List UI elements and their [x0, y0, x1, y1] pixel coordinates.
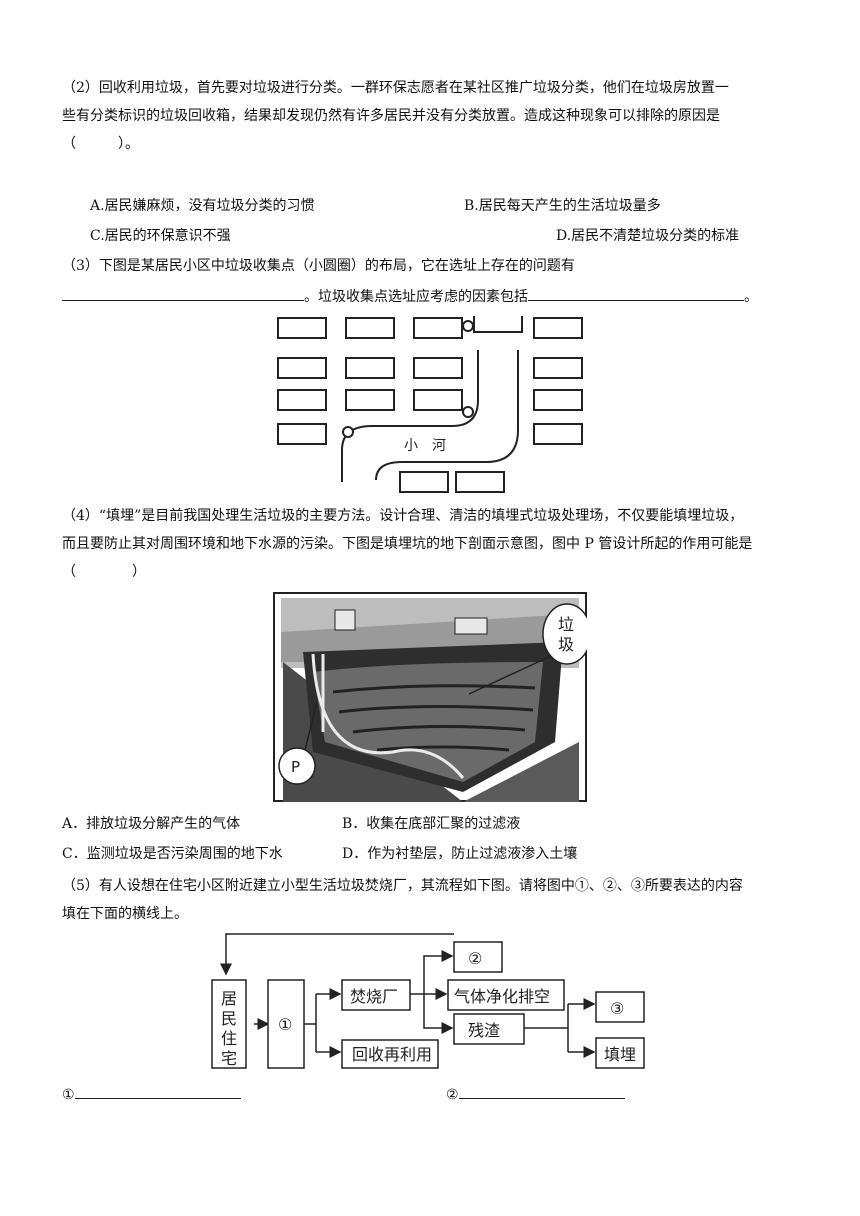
- building-block: [533, 389, 583, 411]
- incineration-flowchart: 居 民 住 宅 ① 焚烧厂 回收再利用 ② 气体净化排空 残渣 ③ 填埋: [211, 933, 645, 1069]
- q3-line2: 。垃圾收集点选址应考虑的因素包括 。: [62, 286, 758, 307]
- q2-line3: （ ）。: [62, 136, 139, 152]
- q3-answer-blank-1[interactable]: [62, 286, 304, 301]
- river-bank-outer: [341, 350, 479, 482]
- arrow-incinerator-to-node2: [423, 950, 454, 994]
- building-block: [399, 471, 449, 493]
- building-block: [413, 357, 463, 379]
- landfill-label: 填埋: [604, 1045, 636, 1064]
- collection-points: [342, 320, 474, 438]
- residence-char2: 民: [221, 1009, 237, 1028]
- building-block: [345, 389, 395, 411]
- garbage-layer-line: [352, 724, 526, 734]
- residence-char1: 居: [221, 989, 237, 1008]
- q3-line2-mid: 。垃圾收集点选址应考虑的因素包括: [304, 289, 528, 305]
- garbage-callout-bubble: [542, 603, 587, 665]
- garbage-layer-line: [338, 704, 534, 714]
- residence-box: [211, 979, 247, 1069]
- node3-box: [595, 991, 645, 1023]
- q4-option-a[interactable]: A．排放垃圾分解产生的气体: [62, 816, 241, 832]
- residence-char3: 住: [221, 1029, 237, 1048]
- q5-answer2-label: ②: [446, 1087, 459, 1103]
- q3-answer-blank-2[interactable]: [528, 286, 744, 301]
- incinerator-label: 焚烧厂: [350, 987, 398, 1006]
- building-block: [345, 357, 395, 379]
- garbage-callout-pointer: [468, 655, 552, 695]
- q3-line2-end: 。: [744, 289, 758, 305]
- split-node1: [304, 993, 340, 1053]
- q4-line1: （4）“填埋”是目前我国处理生活垃圾的主要方法。设计合理、清洁的填埋式垃圾处理场…: [62, 508, 744, 524]
- q3-line1: （3）下图是某居民小区中垃圾收集点（小圆圈）的布局，它在选址上存在的问题有: [62, 258, 575, 274]
- garbage-callout-char1: 垃: [558, 615, 574, 634]
- q4-option-b[interactable]: B．收集在底部汇聚的过滤液: [342, 816, 521, 832]
- collection-point-circle: [462, 406, 474, 418]
- q2-option-d[interactable]: D.居民不清楚垃圾分类的标准: [556, 228, 740, 244]
- q5-line2: 填在下面的横线上。: [62, 906, 188, 922]
- river-top-end: [473, 316, 523, 333]
- q5-answer2-blank[interactable]: [458, 1084, 625, 1099]
- q4-line3: （ ）: [62, 564, 146, 580]
- q5-answer1-blank[interactable]: [74, 1084, 241, 1099]
- return-arrow: [220, 933, 454, 976]
- building-block: [413, 389, 463, 411]
- garbage-callout-char2: 圾: [558, 635, 574, 654]
- p-pipe: [311, 653, 465, 779]
- building-block: [533, 423, 583, 445]
- q2-line2: 些有分类标识的垃圾回收箱，结果却发现仍然有许多居民并没有分类放置。造成这种现象可…: [62, 108, 720, 124]
- building-block: [277, 389, 327, 411]
- building-block: [277, 423, 327, 445]
- node1-label: ①: [278, 1015, 292, 1034]
- residential-layout-diagram: 小 河: [277, 316, 583, 493]
- q2-option-b[interactable]: B.居民每天产生的生活垃圾量多: [464, 198, 661, 214]
- q5-answer-row-1: ①: [62, 1084, 241, 1105]
- house-left: [334, 609, 356, 631]
- river-banks: [341, 316, 523, 482]
- house-right: [454, 617, 488, 635]
- node3-label: ③: [610, 999, 624, 1018]
- arrow-incinerator-to-residue: [423, 994, 454, 1034]
- p-callout-bubble: [278, 747, 316, 785]
- p-callout-label: P: [291, 758, 300, 776]
- node1-box: [267, 979, 305, 1069]
- q2-option-a[interactable]: A.居民嫌麻烦，没有垃圾分类的习惯: [90, 198, 315, 214]
- gas-label: 气体净化排空: [454, 987, 550, 1006]
- collection-point-circle: [342, 426, 354, 438]
- residue-box: [453, 1013, 525, 1045]
- building-block: [533, 357, 583, 379]
- q4-line2: 而且要防止其对周围环境和地下水源的污染。下图是填埋坑的地下剖面示意图，图中 P …: [62, 536, 753, 552]
- split-residue: [524, 1004, 569, 1052]
- gas-box: [447, 979, 565, 1011]
- soil-section-right: [463, 742, 579, 802]
- landfill-box: [595, 1037, 645, 1069]
- q5-answer1-label: ①: [62, 1087, 75, 1103]
- node2-box: [453, 941, 503, 973]
- garbage-layer-line: [332, 684, 536, 694]
- river-label: 小 河: [404, 438, 446, 454]
- building-block: [345, 317, 395, 339]
- river-bank-inner: [375, 350, 519, 481]
- building-block: [277, 357, 327, 379]
- q5-line1: （5）有人设想在住宅小区附近建立小型生活垃圾焚烧厂，其流程如下图。请将图中①、②…: [62, 878, 743, 894]
- recycle-box: [341, 1039, 439, 1069]
- recycle-label: 回收再利用: [352, 1045, 432, 1064]
- building-block: [413, 317, 463, 339]
- building-blocks: [277, 317, 583, 493]
- garbage-layer-line: [376, 745, 510, 752]
- p-callout-pointer: [304, 701, 318, 751]
- q2-option-c[interactable]: C.居民的环保意识不强: [90, 228, 231, 244]
- q4-option-c[interactable]: C．监测垃圾是否污染周围的地下水: [62, 846, 283, 862]
- building-block: [533, 317, 583, 339]
- building-block: [455, 471, 505, 493]
- residence-char4: 宅: [221, 1049, 237, 1068]
- q2-line1: （2）回收利用垃圾，首先要对垃圾进行分类。一群环保志愿者在某社区推广垃圾分类，他…: [62, 80, 729, 96]
- node2-label: ②: [468, 949, 482, 968]
- collection-point-circle: [462, 320, 474, 332]
- building-block: [277, 317, 327, 339]
- landfill-cross-section-figure: 垃 圾 P: [273, 592, 587, 802]
- residue-label: 残渣: [468, 1021, 500, 1040]
- incinerator-box: [341, 979, 411, 1011]
- q4-option-d[interactable]: D．作为衬垫层，防止过滤液渗入土壤: [342, 846, 578, 862]
- q5-answer-row-2: ②: [446, 1084, 625, 1105]
